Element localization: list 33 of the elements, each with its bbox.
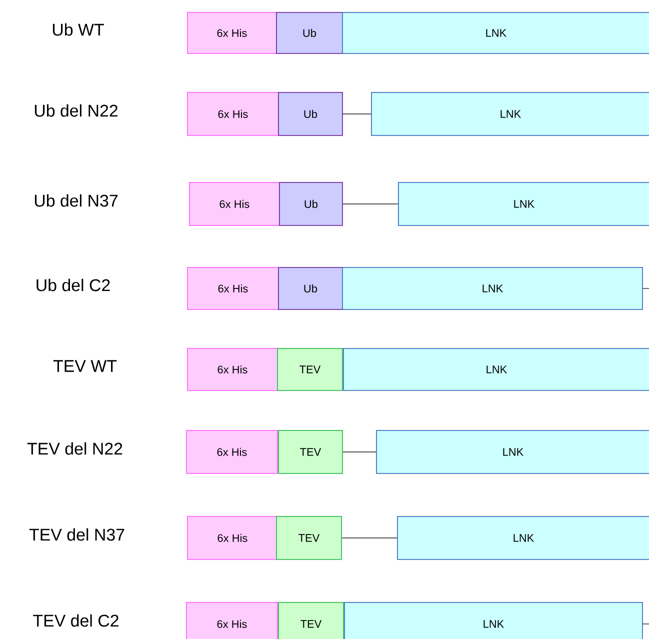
his-tag-box: 6x His bbox=[187, 92, 279, 136]
his-tag-box: 6x His bbox=[187, 516, 278, 560]
construct-label: TEV del N37 bbox=[29, 528, 124, 541]
linker-box: LNK bbox=[344, 602, 643, 639]
protease-site-box: Ub bbox=[278, 267, 343, 310]
linker-box: LNK bbox=[398, 182, 649, 226]
protease-site-box: TEV bbox=[278, 602, 344, 639]
construct-label: Ub del N37 bbox=[34, 194, 118, 207]
construct-label: TEV del N22 bbox=[27, 442, 122, 455]
protease-site-box: Ub bbox=[276, 12, 343, 54]
construct-label: Ub del C2 bbox=[36, 278, 110, 292]
linker-box: LNK bbox=[342, 12, 649, 54]
linker-box: LNK bbox=[371, 92, 649, 136]
his-tag-box: 6x His bbox=[187, 348, 278, 391]
his-tag-box: 6x His bbox=[187, 267, 279, 310]
linker-box: LNK bbox=[343, 348, 649, 391]
protease-site-box: Ub bbox=[279, 182, 343, 226]
construct-label: Ub del N22 bbox=[34, 104, 118, 117]
his-tag-box: 6x His bbox=[189, 182, 280, 226]
protease-site-box: TEV bbox=[276, 516, 342, 560]
linker-box: LNK bbox=[342, 267, 643, 310]
connector-line bbox=[642, 288, 649, 289]
construct-label: TEV del C2 bbox=[33, 614, 118, 627]
his-tag-box: 6x His bbox=[186, 602, 278, 639]
linker-box: LNK bbox=[376, 430, 649, 474]
linker-box: LNK bbox=[397, 516, 649, 560]
protease-site-box: TEV bbox=[278, 430, 343, 474]
his-tag-box: 6x His bbox=[187, 12, 277, 54]
construct-label: TEV WT bbox=[53, 360, 117, 372]
protease-site-box: Ub bbox=[278, 92, 343, 136]
construct-label: Ub WT bbox=[52, 23, 104, 36]
his-tag-box: 6x His bbox=[186, 430, 278, 474]
protease-site-box: TEV bbox=[277, 348, 343, 391]
